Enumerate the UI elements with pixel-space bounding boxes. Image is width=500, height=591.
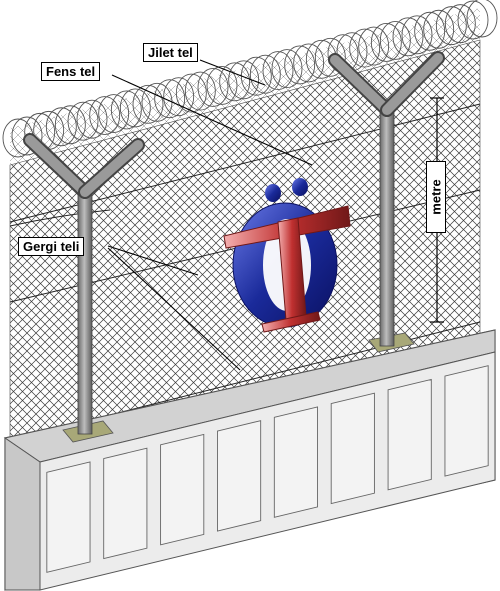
- concrete-panel: [46, 461, 91, 573]
- ot-logo: [223, 178, 351, 333]
- concrete-panel: [216, 420, 262, 532]
- razor-wire-coil: [379, 21, 411, 60]
- gergi-teli-label: Gergi teli: [18, 237, 85, 256]
- razor-wire-coil: [293, 43, 325, 83]
- razor-wire-coil: [163, 77, 195, 117]
- razor-wire-coil: [401, 15, 433, 55]
- razor-wire-coil: [444, 4, 476, 44]
- concrete-panel: [160, 433, 205, 546]
- razor-wire-coil: [110, 90, 142, 130]
- razor-wire-coil: [284, 45, 316, 85]
- razor-wire-coil: [358, 26, 390, 66]
- right-post: [328, 51, 445, 347]
- razor-wire-coil: [184, 71, 216, 111]
- concrete-panel: [103, 447, 148, 560]
- razor-wire-coil: [314, 37, 346, 77]
- razor-wire-coil: [132, 84, 164, 124]
- razor-wire-coil: [206, 65, 238, 105]
- razor-wire-coil: [262, 51, 294, 91]
- razor-wire-coil: [98, 94, 130, 133]
- razor-wire-coil: [466, 0, 498, 38]
- fens-tel-label: Fens tel: [41, 62, 101, 81]
- razor-wire-coil: [392, 17, 424, 57]
- razor-wire-coil: [435, 6, 467, 46]
- concrete-panel: [273, 406, 318, 518]
- concrete-panel: [444, 365, 489, 477]
- razor-wire-coil: [249, 54, 281, 94]
- metre-label-text: metre: [428, 179, 444, 215]
- razor-wire-coil: [271, 49, 303, 89]
- razor-wire-coil: [119, 88, 151, 128]
- razor-wire-coil: [414, 11, 446, 51]
- razor-wire-coil: [349, 28, 381, 68]
- metre-label: metre: [426, 161, 446, 233]
- razor-wire-coil: [67, 101, 99, 141]
- razor-wire-coil: [219, 62, 251, 102]
- razor-wire-coil: [11, 116, 43, 156]
- razor-wire: [2, 0, 498, 158]
- concrete-panel: [330, 392, 375, 505]
- razor-wire-coil: [154, 79, 186, 119]
- jilet-tel-label: Jilet tel: [143, 43, 198, 62]
- razor-wire-coil: [89, 96, 121, 135]
- razor-wire-coil: [54, 105, 86, 145]
- razor-wire-coil: [228, 60, 260, 100]
- concrete-base: [3, 329, 496, 591]
- concrete-panel: [387, 378, 432, 491]
- razor-wire-coil: [370, 23, 402, 62]
- leader-lines: [107, 59, 313, 371]
- razor-wire-coil: [76, 99, 108, 139]
- razor-wire-coil: [197, 67, 229, 107]
- razor-wire-coil: [423, 9, 455, 49]
- razor-wire-coil: [45, 107, 77, 147]
- razor-wire-coil: [457, 0, 489, 40]
- razor-wire-coil: [175, 73, 207, 113]
